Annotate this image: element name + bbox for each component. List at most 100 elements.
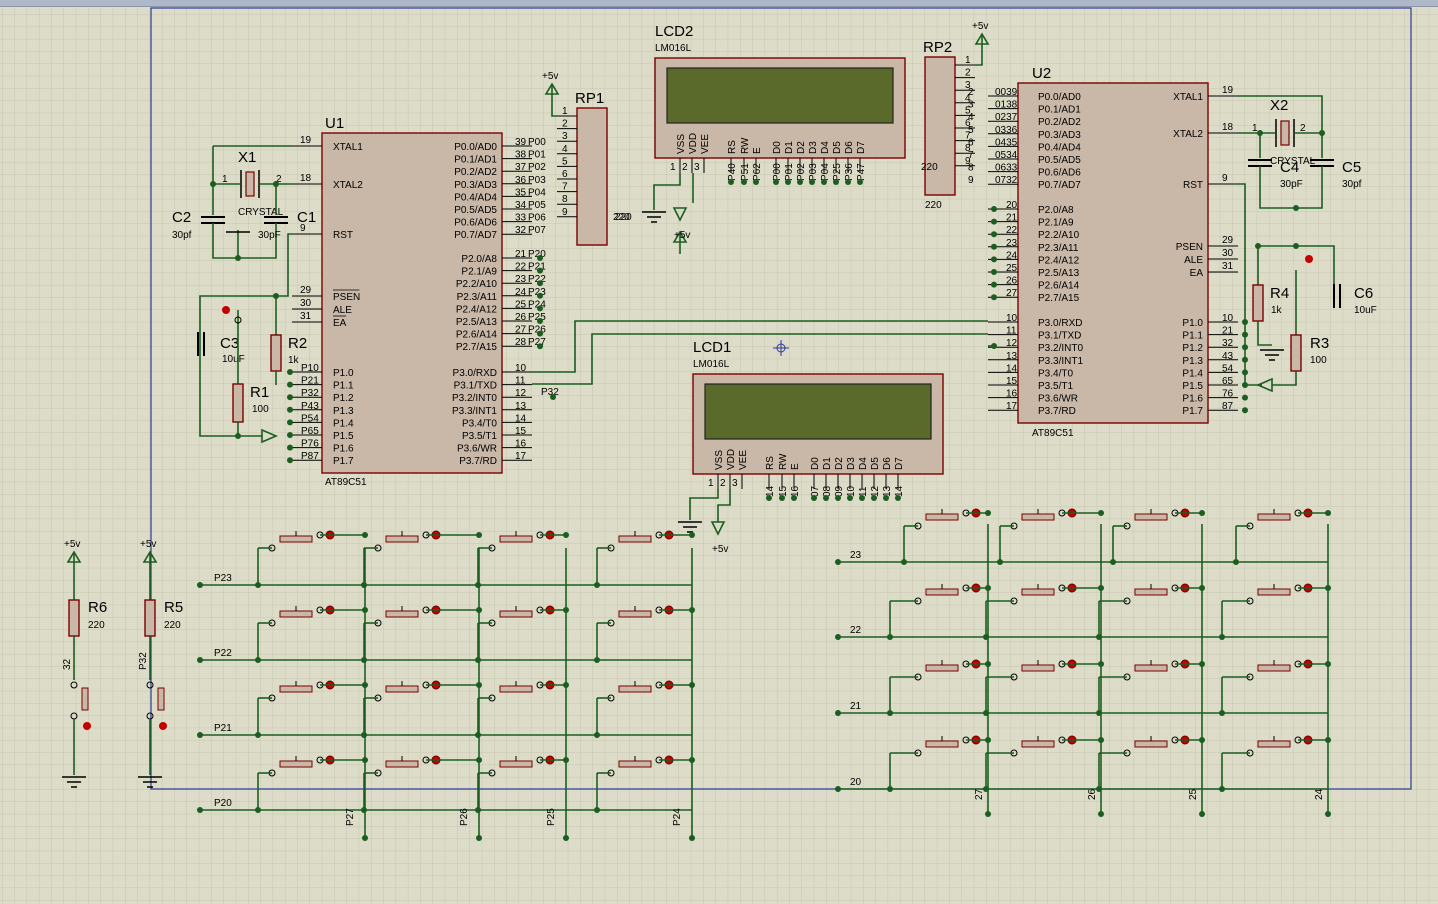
u2-pin-name: P0.3/AD3 [1038,130,1081,141]
junction-dot [287,457,293,464]
u2-pin-num: 13 [1006,351,1018,362]
left-keypad-col-label: P24 [672,808,683,826]
u1-pin-name: P2.4/A12 [456,304,498,315]
lcd1-pin-name: D3 [846,457,857,470]
u2-pin-name: P2.1/A9 [1038,218,1074,229]
push-button-icon [499,760,533,768]
u2-p2-net: 21 [1006,213,1018,224]
lcd1-net: 09 [834,485,845,497]
u2-p1-net: 43 [1222,351,1234,362]
junction-dot [594,582,600,588]
u1-pin-num: 21 [515,249,527,260]
lcd2-pin-name: D1 [784,141,795,154]
u1-p2-net: P22 [528,274,546,285]
u2-pin-name: P3.3/INT1 [1038,356,1083,367]
wire [199,233,292,437]
lcd1-pin-name: D4 [858,457,869,470]
u2-p0-net: 0732 [995,175,1018,186]
junction-dot [1199,811,1205,817]
push-button-icon [385,760,419,768]
c2-ref: C2 [172,209,191,226]
u1-pin-num: 39 [515,137,527,148]
lcd1-net: 15 [778,485,789,497]
u1-pin-name: P2.2/A10 [456,279,498,290]
junction-dot [728,179,734,185]
u1-pin-name: P3.0/RXD [453,368,497,379]
wire [1258,245,1335,290]
push-button-icon [1257,740,1291,748]
junction-dot [476,607,482,613]
push-button-icon [385,535,419,543]
junction-dot [991,206,997,212]
junction-dot [287,419,293,426]
u2-p0-net: 0336 [995,125,1018,136]
lcd1-pin-name: D1 [822,457,833,470]
u1-pin-name: P0.3/AD3 [454,180,497,191]
rp2-pin-num: 4 [965,93,971,104]
right-keypad-col-label: 26 [1087,788,1098,800]
left-keypad-col-label: P26 [459,808,470,826]
junction-dot [362,532,368,538]
u1-pin-name: P1.3 [333,406,354,417]
lcd2-ref: LCD2 [655,23,693,40]
push-button-icon [1134,588,1168,596]
wire [212,223,277,259]
junction-dot [887,786,893,792]
r3-ref: R3 [1310,335,1329,352]
r3-value: 100 [1310,355,1327,366]
push-button-icon [499,610,533,618]
junction-dot [991,256,997,263]
junction-dot [594,732,600,738]
c1-value: 30pF [258,230,281,241]
u1-pin-num: 9 [300,223,306,234]
push-button-icon [385,610,419,618]
u1-p1-net: P87 [301,451,319,462]
junction-dot [361,657,367,663]
rp1-body [576,107,608,246]
u2-pin-num: 2 [968,87,974,98]
u1-p2-net: P26 [528,325,546,336]
u1-body [321,132,503,474]
push-button-icon [1134,740,1168,748]
x2-pin: 1 [1252,123,1258,134]
c4-value: 30pF [1280,179,1303,190]
u2-pin-name: P0.7/AD7 [1038,180,1081,191]
push-button-icon [499,535,533,543]
wire [1259,166,1323,209]
junction-dot [255,732,261,738]
lcd2-pin-num: 2 [682,162,688,173]
rp1-ref: RP1 [575,90,604,107]
junction-dot [991,294,997,301]
rp2-pin-num: 9 [965,156,971,167]
u1-pin-name: P3.2/INT0 [452,393,497,404]
junction-dot [753,179,759,185]
r1-resistor [232,383,244,423]
u1-pin-name: P2.3/A11 [457,292,498,303]
lcd2-pin-name: D0 [772,141,783,154]
u1-p0-net: P07 [528,225,546,236]
c5-ref: C5 [1342,159,1361,176]
u1-pin-name: P1.7 [333,456,354,467]
lcd2-pin-name: VEE [700,134,711,154]
rp2-ref: RP2 [923,39,952,56]
u1-p1-net: P32 [301,388,319,399]
junction-dot [991,243,997,250]
lcd2-net: P25 [832,163,843,181]
lcd1-pin-name: D6 [882,457,893,470]
rp1-value-label: 220 [615,212,632,223]
junction-dot [823,495,829,501]
u2-pin-name: P0.5/AD5 [1038,155,1081,166]
left-keypad-col-label: P27 [345,808,356,826]
junction-dot [985,811,991,817]
junction-dot [887,634,893,640]
u2-p0-net: 0039 [995,87,1018,98]
push-button-icon [279,685,313,693]
u2-pin-name: P3.7/RD [1038,406,1076,417]
junction-dot [287,381,293,388]
u2-pin-name: P0.4/AD4 [1038,142,1081,153]
junction-dot [887,710,893,716]
rp1-pin-num: 2 [562,119,568,130]
junction-dot [791,495,797,501]
